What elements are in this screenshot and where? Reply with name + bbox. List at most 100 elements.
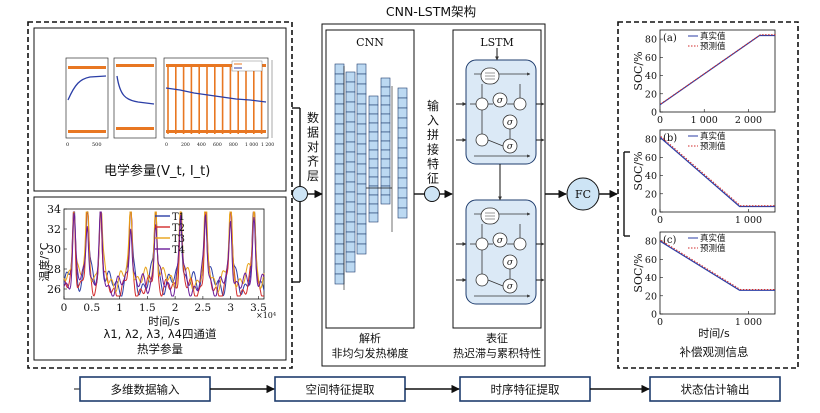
soc-ytick: 20 [645, 291, 657, 302]
soc-true-curve [659, 240, 775, 291]
cnn-cell [368, 176, 379, 187]
electrical-caption: 电学参量(V_t, I_t) [104, 163, 210, 179]
cnn-cell [345, 201, 356, 213]
soc-legend-true: 真实值 [700, 131, 726, 142]
soc-ylabel: SOC/% [632, 51, 645, 90]
soc-ytick: 40 [645, 273, 657, 284]
cnn-cell [334, 83, 345, 95]
concat-char: 入 [427, 114, 439, 128]
thermal-legend-t4: T4 [172, 245, 185, 256]
cnn-cell [380, 194, 391, 205]
soc-pred-curve [660, 239, 776, 290]
sigma-glyph: σ [497, 236, 504, 246]
cnn-cell [345, 261, 356, 273]
plot3-xtick: 0 [165, 142, 168, 148]
soc-plot-tag: (b) [663, 133, 677, 144]
thermal-caption-line1: λ1, λ2, λ3, λ4四通道 [104, 327, 217, 341]
cnn-cell [356, 163, 367, 175]
soc-ytick: 20 [645, 89, 657, 100]
soc-ytick: 60 [645, 153, 657, 164]
lstm-cell [465, 199, 537, 305]
cnn-cell [368, 95, 379, 106]
soc-ylabel: SOC/% [632, 151, 645, 190]
thermal-xtick: 3 [227, 302, 234, 314]
soc-legend-true: 真实值 [700, 31, 726, 42]
thermal-ylabel: 温度/°C [37, 242, 51, 281]
sigma-gate [492, 92, 508, 108]
soc-legend-pred: 预测值 [700, 141, 726, 152]
cnn-cell [380, 149, 391, 160]
thermal-xtick: 1.5 [139, 302, 156, 314]
cnn-cell [345, 191, 356, 203]
cnn-cell [368, 203, 379, 214]
cnn-cell [368, 140, 379, 151]
cnn-cell [380, 113, 391, 124]
lstm-title: LSTM [480, 36, 513, 49]
cnn-cell [334, 153, 345, 165]
thermal-xtick: 1 [116, 302, 123, 314]
soc-ytick: 0 [651, 310, 657, 321]
concat-char: 征 [427, 172, 439, 186]
cnn-cell [356, 243, 367, 255]
cnn-cell [334, 203, 345, 215]
cnn-cell [334, 263, 345, 275]
cnn-cell [397, 147, 408, 159]
output-caption: 补偿观测信息 [680, 345, 749, 359]
cnn-cell [397, 157, 408, 169]
cnn-cell [380, 95, 391, 106]
pipeline-step-label: 空间特征提取 [306, 383, 375, 397]
plot3-xtick: 800 [229, 142, 238, 148]
soc-ytick: 0 [651, 208, 657, 219]
soc-ytick: 20 [645, 189, 657, 200]
soc-xtick: 1 000 [735, 215, 762, 226]
cnn-cell [397, 97, 408, 109]
cnn-cell [334, 173, 345, 185]
thermal-legend-t3: T3 [172, 234, 185, 245]
cnn-cell [345, 181, 356, 193]
concat-char: 输 [427, 98, 439, 113]
align-layer-char: 齐 [307, 154, 319, 169]
cnn-cell [345, 131, 356, 143]
cnn-cell [334, 243, 345, 255]
cnn-cell [356, 63, 367, 75]
cnn-cell [345, 111, 356, 123]
cnn-cell [334, 133, 345, 145]
cnn-cell [380, 86, 391, 97]
lstm-caption-line2: 热迟滞与累积特性 [453, 346, 541, 360]
align-layer-char: 层 [307, 169, 319, 183]
cnn-title: CNN [356, 36, 384, 49]
pipeline-step-3: 时序特征提取 [459, 376, 591, 402]
cnn-cell [345, 231, 356, 243]
cnn-cell [380, 167, 391, 178]
pointwise-op [475, 97, 489, 111]
thermal-x-exponent: ×10⁴ [256, 311, 276, 320]
cnn-cell [345, 241, 356, 253]
thermal-ytick: 30 [47, 243, 61, 256]
cnn-cell [334, 103, 345, 115]
cnn-cell [356, 183, 367, 195]
cnn-cell [345, 71, 356, 83]
fc-label: FC [575, 188, 591, 201]
soc-ytick: 80 [645, 237, 657, 248]
align-layer-char: 数 [307, 110, 319, 125]
cnn-cell [397, 117, 408, 129]
cnn-lstm-panel [321, 23, 546, 367]
cnn-cell [397, 167, 408, 179]
cnn-cell [380, 77, 391, 88]
cnn-cell [345, 211, 356, 223]
thermal-caption-line2: 热学参量 [137, 342, 183, 356]
cnn-cell [368, 113, 379, 124]
cnn-cell [368, 122, 379, 133]
cnn-cell [368, 131, 379, 142]
current-mini-plot [113, 57, 157, 139]
cnn-cell [397, 107, 408, 119]
voltage-mini-plot: 0 500 [65, 57, 109, 148]
concat-char: 特 [427, 156, 439, 171]
soc-legend-pred: 预测值 [700, 243, 726, 254]
cnn-cell [356, 103, 367, 115]
